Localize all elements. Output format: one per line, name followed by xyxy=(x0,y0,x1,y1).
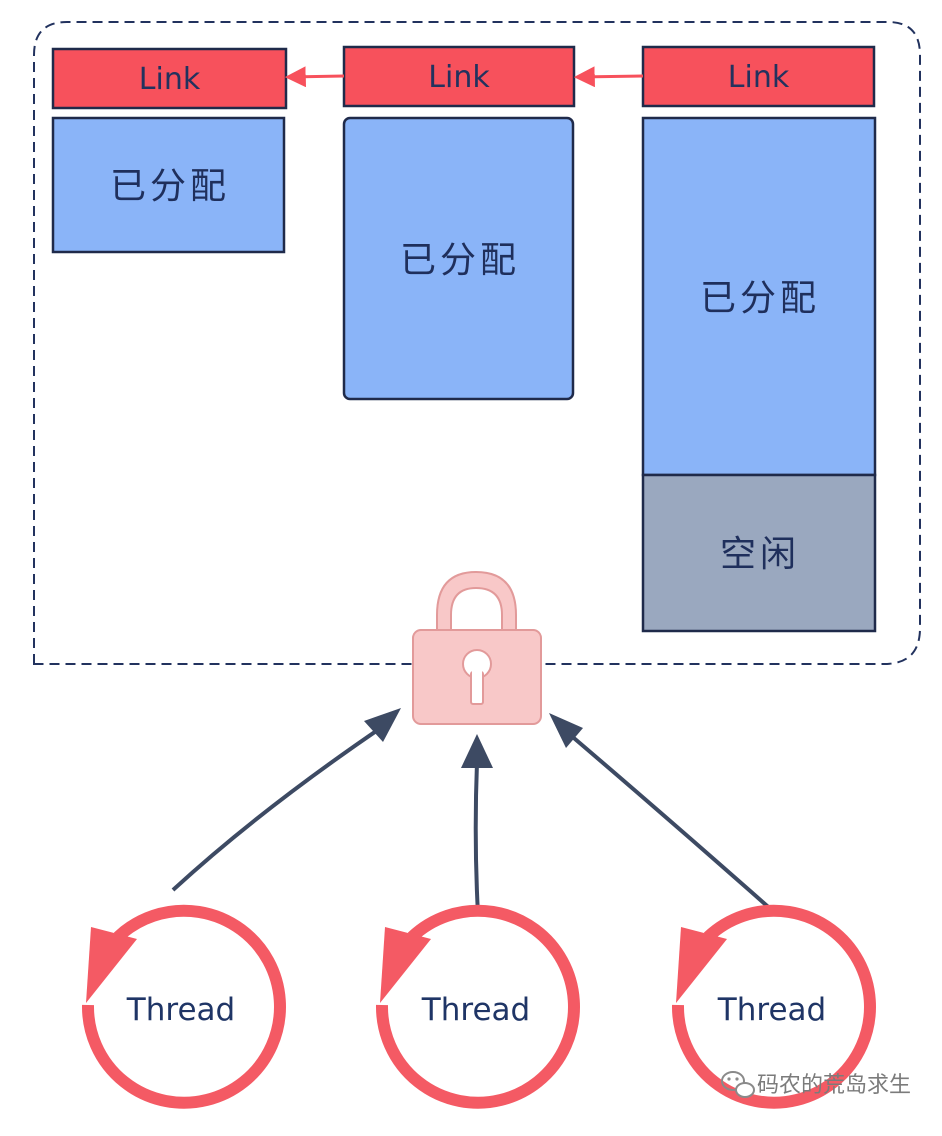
chunk-2: Link 已分配 xyxy=(342,45,576,401)
thread-lock-arrows xyxy=(171,708,776,915)
thread-2: Thread xyxy=(375,904,580,1109)
thread-label-2: Thread xyxy=(421,992,530,1028)
link-label-3: Link xyxy=(728,60,790,95)
watermark-text: 码农的荒岛求生 xyxy=(757,1073,911,1098)
thread-label-3: Thread xyxy=(717,992,826,1028)
allocated-box-3 xyxy=(641,116,877,477)
chunk-1: Link 已分配 xyxy=(51,47,288,254)
free-box-3 xyxy=(641,473,877,633)
thread-label-1: Thread xyxy=(126,992,235,1028)
thread-cycle-arrow-2 xyxy=(380,927,431,1003)
thread-ring-1 xyxy=(81,904,286,1109)
thread-3: Thread xyxy=(671,904,876,1109)
link-box-3 xyxy=(641,45,876,108)
thread-1: Thread xyxy=(81,904,286,1109)
link-label-2: Link xyxy=(428,60,490,95)
allocated-label-2: 已分配 xyxy=(400,240,520,281)
thread-cycle-arrow-3 xyxy=(676,927,727,1003)
allocated-box-2 xyxy=(342,116,575,401)
link-arrow-2-to-1 xyxy=(284,66,345,88)
link-label-1: Link xyxy=(139,62,201,97)
watermark: 码农的荒岛求生 xyxy=(721,1071,911,1098)
thread-ring-3 xyxy=(671,904,876,1109)
thread-cycle-arrow-1 xyxy=(86,927,137,1003)
link-arrow-3-to-2 xyxy=(573,66,644,88)
allocated-label-1: 已分配 xyxy=(110,166,230,207)
pool-boundary xyxy=(33,21,921,665)
arrow-thread-3 xyxy=(566,731,776,914)
thread-ring-2 xyxy=(375,904,580,1109)
arrow-thread-1 xyxy=(171,723,387,892)
arrow-thread-2 xyxy=(473,761,480,915)
link-box-1 xyxy=(51,47,288,110)
allocated-label-3: 已分配 xyxy=(700,278,820,319)
allocated-box-1 xyxy=(51,116,286,254)
wechat-icon xyxy=(721,1071,755,1098)
padlock-icon xyxy=(412,570,542,725)
chunk-3: Link 已分配 空闲 xyxy=(641,45,877,633)
free-label-3: 空闲 xyxy=(720,534,800,575)
